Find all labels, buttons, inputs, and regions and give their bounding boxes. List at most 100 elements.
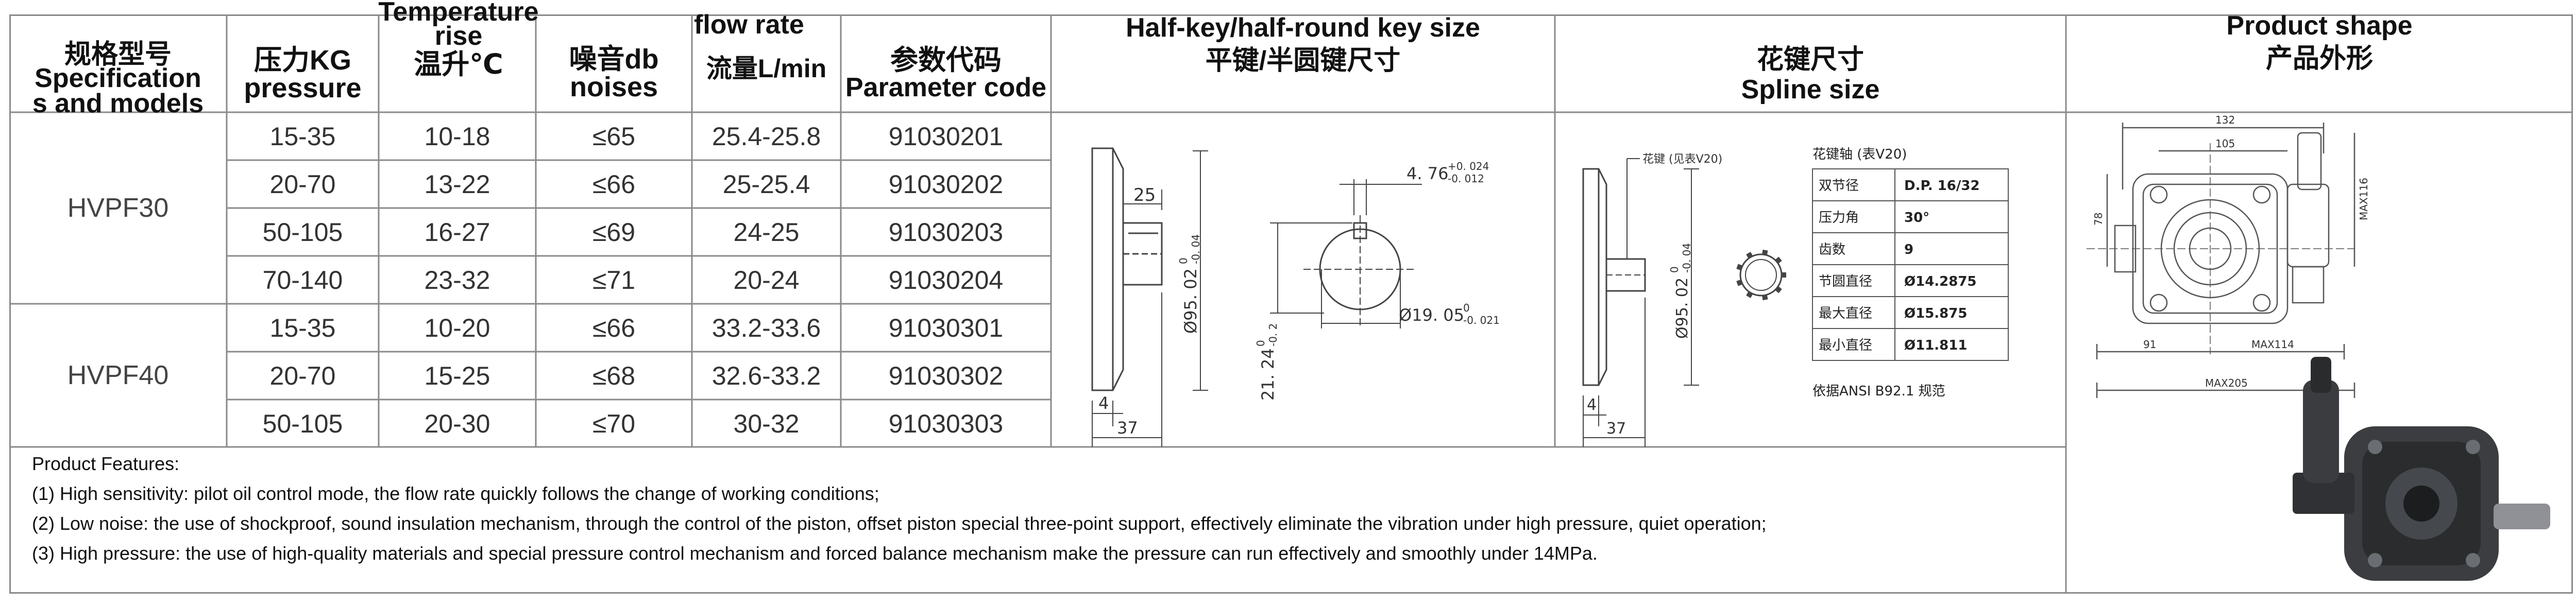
key-height: 21. 24 xyxy=(1258,348,1278,401)
key-dia-95-tol-bottom: -0. 04 xyxy=(1190,234,1202,264)
cell-temp: 23-32 xyxy=(424,265,490,295)
header-pressure-zh: 压力KG xyxy=(254,45,351,76)
cell-code: 91030204 xyxy=(888,265,1004,295)
header-shape: Product shape 产品外形 xyxy=(2066,12,2573,72)
key-dia-95: Ø95. 02 xyxy=(1181,268,1200,334)
cell-flow: 24-25 xyxy=(733,217,800,247)
spline-table-label: 齿数 xyxy=(1819,242,1845,257)
header-flow-en: flow rate xyxy=(694,10,804,40)
spline-table-value: 9 xyxy=(1904,242,1913,257)
cell-flow: 20-24 xyxy=(733,265,800,295)
spline-tooth xyxy=(1761,249,1768,256)
product-shape-drawing: 132 105 78 MAX116 91 MAX114 MAX205 xyxy=(2087,114,2550,581)
cell-temp: 20-30 xyxy=(424,409,490,438)
spline-callout: 花键 (见表V20) xyxy=(1642,153,1722,166)
header-shape-zh: 产品外形 xyxy=(2265,44,2373,74)
spline-tooth xyxy=(1736,279,1743,286)
key-dim-37: 37 xyxy=(1117,418,1138,438)
cell-noise: ≤66 xyxy=(592,169,636,199)
spline-table-title: 花键轴 (表V20) xyxy=(1812,147,1907,162)
cell-temp: 15-25 xyxy=(424,361,490,390)
cell-noise: ≤66 xyxy=(592,313,636,342)
spline-table-label: 压力角 xyxy=(1819,210,1859,226)
cell-noise: ≤68 xyxy=(592,361,636,390)
key-dim-4: 4 xyxy=(1098,393,1109,413)
cell-code: 91030202 xyxy=(888,169,1004,199)
cell-code: 91030303 xyxy=(888,409,1004,438)
header-spec-zh: 规格型号 xyxy=(64,40,172,70)
cell-flow: 25.4-25.8 xyxy=(711,122,821,151)
key-shaft-dia: Ø19. 05 xyxy=(1399,305,1464,325)
header-noise: 噪音db noises xyxy=(536,45,692,101)
key-width-tol-top: +0. 024 xyxy=(1448,160,1489,172)
header-param: 参数代码 Parameter code xyxy=(841,46,1051,101)
shape-dim-max205: MAX205 xyxy=(2205,377,2248,389)
spline-tooth xyxy=(1746,252,1753,259)
spline-tooth xyxy=(1761,294,1768,301)
key-size-drawing: 25 4 37 Ø95. 02 0 -0. 04 4. 76 +0. 024 -… xyxy=(1091,147,1500,447)
header-flow: flow rate 流量L/min xyxy=(692,11,841,81)
spline-standard: 依据ANSI B92.1 规范 xyxy=(1812,384,1945,399)
header-shape-en: Product shape xyxy=(2226,11,2413,41)
feature-item-3: (3) High pressure: the use of high-quali… xyxy=(32,543,1598,564)
spline-dim-37: 37 xyxy=(1606,420,1626,438)
header-key-en: Half-key/half-round key size xyxy=(1126,13,1480,43)
shape-dim-max114: MAX114 xyxy=(2251,338,2294,351)
header-spline-en: Spline size xyxy=(1741,75,1880,105)
spline-table-label: 最大直径 xyxy=(1819,306,1872,321)
spline-table-value: Ø15.875 xyxy=(1904,306,1967,321)
shape-dim-max116: MAX116 xyxy=(2358,178,2370,220)
spline-dia-95-tol-bottom: -0. 04 xyxy=(1681,243,1693,273)
cell-pressure: 15-35 xyxy=(269,313,336,342)
header-spline: 花键尺寸 Spline size xyxy=(1555,46,2066,103)
header-noise-en: noises xyxy=(569,72,658,102)
spline-tooth xyxy=(1736,264,1743,271)
key-dim-25: 25 xyxy=(1133,185,1156,205)
spline-dia-95-tol-top: 0 xyxy=(1668,266,1681,273)
cell-code: 91030203 xyxy=(888,217,1004,247)
shape-dim-91: 91 xyxy=(2143,338,2156,351)
shape-dim-132: 132 xyxy=(2215,114,2235,126)
cell-pressure: 70-140 xyxy=(262,265,343,295)
spline-dim-4: 4 xyxy=(1587,396,1597,414)
cell-noise: ≤70 xyxy=(592,409,636,438)
spline-tooth xyxy=(1746,291,1753,298)
header-spec-en: Specification s and models xyxy=(32,63,204,119)
spline-table-label: 节圆直径 xyxy=(1819,274,1872,289)
spline-size-drawing: 花键 (见表V20) 4 37 Ø95. 02 0 -0. 04 花键轴 (表V… xyxy=(1582,147,2009,447)
header-key: Half-key/half-round key size 平键/半圆键尺寸 xyxy=(1051,14,1555,74)
model-cell-hvpf40: HVPF40 xyxy=(67,360,169,390)
cell-pressure: 20-70 xyxy=(269,361,336,390)
cell-code: 91030302 xyxy=(888,361,1004,390)
spline-table-value: Ø11.811 xyxy=(1904,338,1967,353)
spline-tooth xyxy=(1774,256,1782,264)
spline-table-label: 双节径 xyxy=(1819,178,1859,194)
header-temp: Temperature rise 温升℃ xyxy=(361,0,556,78)
header-param-zh: 参数代码 xyxy=(890,45,1002,76)
cell-flow: 32.6-33.2 xyxy=(711,361,821,390)
cell-code: 91030201 xyxy=(888,122,1004,151)
key-width-tol-bottom: -0. 012 xyxy=(1448,172,1484,185)
header-pressure-en: pressure xyxy=(244,73,362,103)
key-height-tol-top: 0 xyxy=(1255,340,1267,347)
spline-table-value-cell xyxy=(1894,328,2009,361)
model-cell-hvpf30: HVPF30 xyxy=(67,193,169,223)
header-key-zh: 平键/半圆键尺寸 xyxy=(1205,46,1401,76)
key-shaft-tol-top: 0 xyxy=(1463,302,1470,314)
key-width: 4. 76 xyxy=(1406,164,1448,183)
cell-flow: 33.2-33.6 xyxy=(711,313,821,342)
spline-tooth xyxy=(1774,286,1782,293)
spline-tooth xyxy=(1781,272,1786,278)
shape-dim-105: 105 xyxy=(2215,137,2235,150)
header-noise-zh: 噪音db xyxy=(569,44,659,75)
spline-table-value: 30° xyxy=(1904,210,1929,226)
cell-noise: ≤71 xyxy=(592,265,636,295)
key-dia-95-tol-top: 0 xyxy=(1177,257,1190,264)
header-spline-zh: 花键尺寸 xyxy=(1756,45,1864,75)
cell-flow: 25-25.4 xyxy=(722,169,810,199)
spline-table-value: D.P. 16/32 xyxy=(1904,178,1980,194)
shape-dim-78: 78 xyxy=(2092,213,2105,226)
spline-dia-95: Ø95. 02 xyxy=(1673,278,1691,339)
